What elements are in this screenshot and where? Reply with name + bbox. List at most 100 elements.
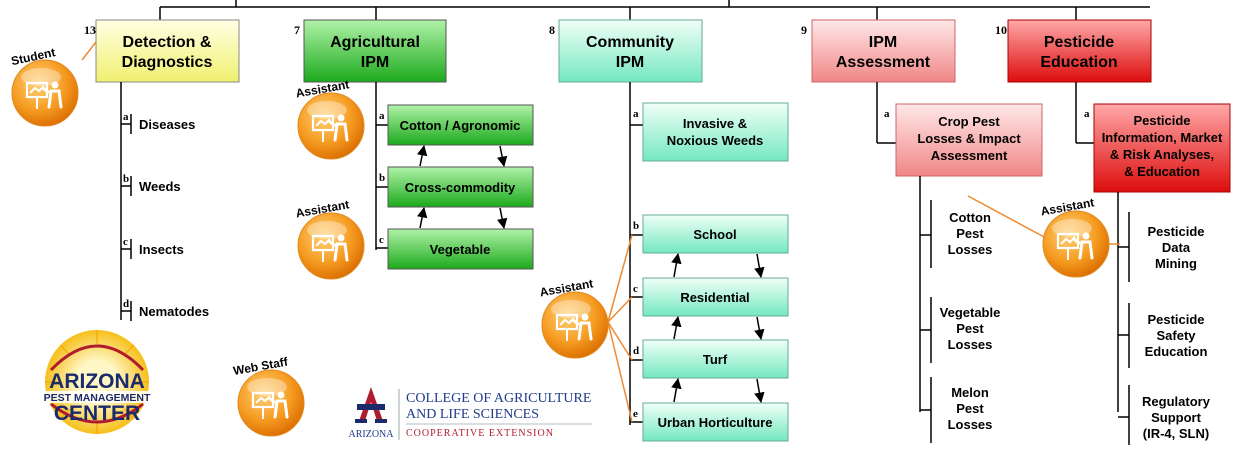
arizona-a-icon [355,387,387,423]
student-badge: Student [10,45,80,128]
svg-text:Nematodes: Nematodes [139,304,209,319]
svg-text:IPM: IPM [616,54,644,71]
list-item: Vegetable Pest Losses [920,297,1000,363]
svg-text:7: 7 [294,23,300,37]
svg-text:9: 9 [801,23,807,37]
svg-text:& Education: & Education [1124,164,1200,179]
svg-text:COLLEGE OF AGRICULTURE: COLLEGE OF AGRICULTURE [406,391,591,406]
svg-text:a: a [884,108,890,120]
svg-text:a: a [1084,108,1090,120]
list-item: c Residential [633,277,789,317]
svg-text:Weeds: Weeds [139,179,181,194]
svg-text:Urban Horticulture: Urban Horticulture [658,415,773,430]
list-item: b Weeds [121,173,181,196]
svg-text:a: a [123,111,129,123]
svg-text:Cotton: Cotton [949,210,991,225]
list-item: e Urban Horticulture [633,402,789,442]
svg-text:Data: Data [1162,240,1191,255]
svg-text:Regulatory: Regulatory [1142,394,1211,409]
svg-text:Losses: Losses [948,242,993,257]
svg-text:CENTER: CENTER [54,402,140,425]
assistant-badge: Assistant [539,276,610,360]
svg-text:b: b [633,220,639,232]
svg-text:Cotton / Agronomic: Cotton / Agronomic [400,118,521,133]
svg-text:a: a [379,110,385,122]
svg-text:Pest: Pest [956,321,984,336]
svg-text:d: d [123,298,129,310]
node-ipm-assessment: 9 IPM Assessment [801,19,956,83]
assessment-items: Cotton Pest Losses Vegetable Pest Losses… [919,176,1000,443]
list-item: a Invasive & Noxious Weeds [633,102,789,162]
sun-icon [45,330,149,434]
svg-text:Pesticide: Pesticide [1044,34,1114,51]
list-item: c Insects [121,236,184,259]
svg-text:Insects: Insects [139,242,184,257]
svg-text:d: d [633,345,639,357]
svg-text:Turf: Turf [703,352,728,367]
svg-text:Pest: Pest [956,401,984,416]
svg-text:(IR-4, SLN): (IR-4, SLN) [1143,426,1209,441]
svg-text:Cross-commodity: Cross-commodity [405,180,516,195]
svg-text:IPM: IPM [361,54,389,71]
list-item: d Turf [633,339,789,379]
assistant-links-assessment [967,195,1120,245]
node-number: 13 [84,23,96,37]
list-item: Cotton Pest Losses [920,200,992,268]
list-item: b Cross-commodity [379,166,534,208]
svg-text:8: 8 [549,23,555,37]
svg-text:Pesticide: Pesticide [1133,113,1190,128]
svg-text:Crop Pest: Crop Pest [938,114,1000,129]
education-subnode: a Pesticide Information, Market & Risk A… [1075,82,1231,193]
svg-text:Mining: Mining [1155,256,1197,271]
svg-text:AND LIFE SCIENCES: AND LIFE SCIENCES [406,407,539,422]
web-staff-badge: Web Staff [232,354,306,438]
svg-text:Pesticide: Pesticide [1147,224,1204,239]
assistant-badge: Assistant [1040,195,1111,279]
svg-text:Safety: Safety [1156,328,1196,343]
svg-text:Pest: Pest [956,226,984,241]
list-item: d Nematodes [121,298,209,321]
list-item: Regulatory Support (IR-4, SLN) [1118,385,1211,445]
svg-text:Agricultural: Agricultural [330,34,420,51]
assistant-badge: Assistant [295,77,366,161]
svg-text:School: School [693,227,736,242]
detection-items: a Diseases b Weeds c Insects d Nematodes [120,82,209,321]
svg-text:& Risk Analyses,: & Risk Analyses, [1110,147,1214,162]
svg-text:Information, Market: Information, Market [1102,130,1223,145]
svg-text:Melon: Melon [951,385,989,400]
svg-text:Vegetable: Vegetable [940,305,1001,320]
assessment-subnode: a Crop Pest Losses & Impact Assessment [876,82,1043,177]
list-item: c Vegetable [379,228,534,270]
list-item: a Cotton / Agronomic [379,104,534,146]
ag-items: a Cotton / Agronomic b Cross-commodity c… [376,104,534,270]
svg-text:c: c [123,236,128,248]
svg-text:PEST MANAGEMENT: PEST MANAGEMENT [44,392,151,404]
top-connector [159,0,1150,20]
node-community-ipm: 8 Community IPM [549,19,703,83]
node-detection-diagnostics: 13 Detection & Diagnostics [84,19,240,83]
svg-text:Vegetable: Vegetable [430,242,491,257]
node-pesticide-education: 10 Pesticide Education [995,19,1152,83]
svg-text:Pesticide: Pesticide [1147,312,1204,327]
svg-text:a: a [633,108,639,120]
svg-text:10: 10 [995,23,1007,37]
svg-text:COOPERATIVE EXTENSION: COOPERATIVE EXTENSION [406,428,554,439]
node-title-line: Detection & [123,34,212,51]
svg-text:Education: Education [1145,344,1208,359]
svg-text:Assessment: Assessment [931,148,1008,163]
svg-text:Support: Support [1151,410,1201,425]
svg-text:c: c [633,283,638,295]
svg-text:IPM: IPM [869,34,897,51]
svg-text:b: b [379,172,385,184]
svg-text:Losses & Impact: Losses & Impact [917,131,1021,146]
svg-text:Community: Community [586,34,674,51]
assistant-links-community [607,234,633,423]
education-items: Pesticide Data Mining Pesticide Safety E… [1117,192,1211,445]
svg-text:c: c [379,234,384,246]
svg-text:Losses: Losses [948,337,993,352]
svg-text:b: b [123,173,129,185]
assistant-badge: Assistant [295,197,366,281]
list-item: Melon Pest Losses [920,377,992,443]
svg-text:Education: Education [1040,54,1117,71]
